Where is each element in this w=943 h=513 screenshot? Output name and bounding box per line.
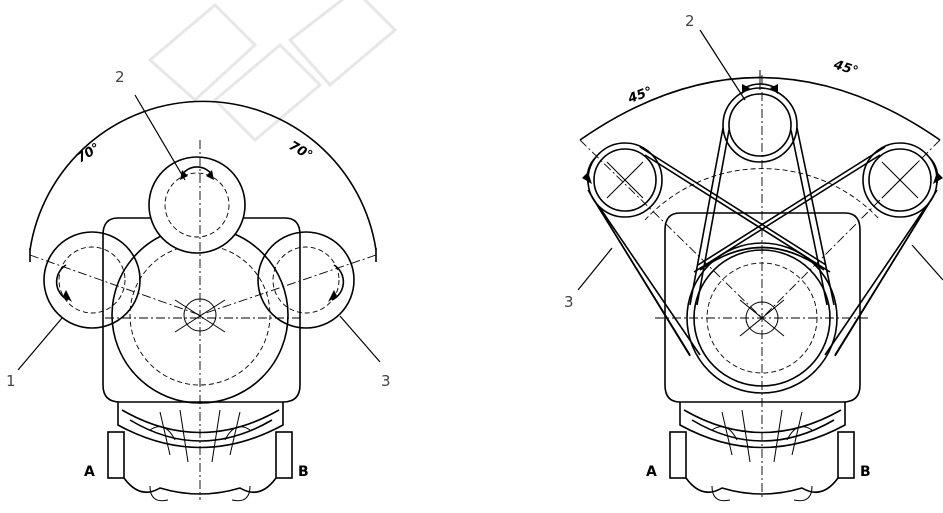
- left-leader-2: [134, 94, 186, 181]
- left-pulley-3-arrowhead: [328, 290, 337, 302]
- right-pulley-left-inner: [593, 148, 657, 212]
- right-side-b-label: B: [860, 464, 871, 480]
- left-pulley-1-arrowhead: [63, 290, 72, 302]
- right-leader-3: [577, 247, 613, 291]
- left-foot-a: [107, 431, 125, 479]
- left-angle-label-right: 70°: [286, 138, 315, 163]
- left-side-a-label: A: [84, 464, 95, 480]
- left-label-2: 2: [115, 68, 125, 86]
- left-pulley-2-inner: [164, 172, 230, 238]
- left-angle-arc: [29, 100, 377, 251]
- right-label-3: 3: [564, 293, 574, 311]
- right-angle-label-left: 45°: [625, 84, 654, 107]
- right-leader-edge: [911, 244, 943, 281]
- left-base: [107, 402, 293, 502]
- right-base: [669, 402, 855, 502]
- watermark: [147, 0, 398, 143]
- left-pulley-1: [43, 231, 141, 329]
- right-belts: [587, 127, 938, 357]
- right-leader-2: [699, 29, 746, 101]
- left-pulley-3-inner: [272, 246, 340, 314]
- right-view: 45° 45° 2 3 A B: [564, 12, 943, 502]
- left-pulley-2-arrowhead-b: [206, 170, 214, 180]
- left-leader-1: [17, 317, 63, 371]
- right-foot-a: [669, 431, 687, 479]
- right-right-arrowhead: [933, 172, 943, 184]
- right-angle-label-right: 45°: [831, 57, 860, 79]
- left-pulley-1-inner: [58, 246, 126, 314]
- right-label-2: 2: [685, 12, 695, 30]
- left-pulley-2: [148, 156, 246, 254]
- left-hub-cross-b: [174, 299, 226, 333]
- right-left-arrowhead: [582, 172, 592, 184]
- right-right-pulley-cross-b: [881, 161, 919, 199]
- left-view: 70° 70° 2 1 3 A B: [6, 68, 391, 502]
- right-dashed-arc: [644, 168, 881, 221]
- right-left-pulley-cross-b: [606, 161, 644, 199]
- left-pulley-1-rotation-arrow: [55, 264, 69, 301]
- left-pulley-3: [257, 231, 355, 329]
- left-label-1: 1: [6, 372, 16, 390]
- right-pulley-right-inner: [868, 148, 932, 212]
- right-pulley-top: [722, 87, 798, 163]
- right-radial-line-left: [579, 139, 763, 319]
- right-hub-cross-b: [739, 299, 785, 337]
- left-pulley-2-arrowhead-a: [180, 170, 188, 180]
- left-leader-3: [339, 315, 381, 363]
- right-foot-b: [837, 431, 855, 479]
- left-label-3: 3: [381, 372, 391, 390]
- left-radial-line-right: [199, 254, 377, 316]
- right-side-a-label: A: [646, 464, 657, 480]
- left-side-b-label: B: [298, 464, 309, 480]
- left-pulley-2-rotation-arrow: [181, 166, 213, 176]
- right-pulley-top-inner: [728, 93, 792, 157]
- left-radial-line-left: [29, 254, 201, 316]
- left-angle-label-left: 70°: [74, 141, 103, 167]
- left-foot-b: [275, 431, 293, 479]
